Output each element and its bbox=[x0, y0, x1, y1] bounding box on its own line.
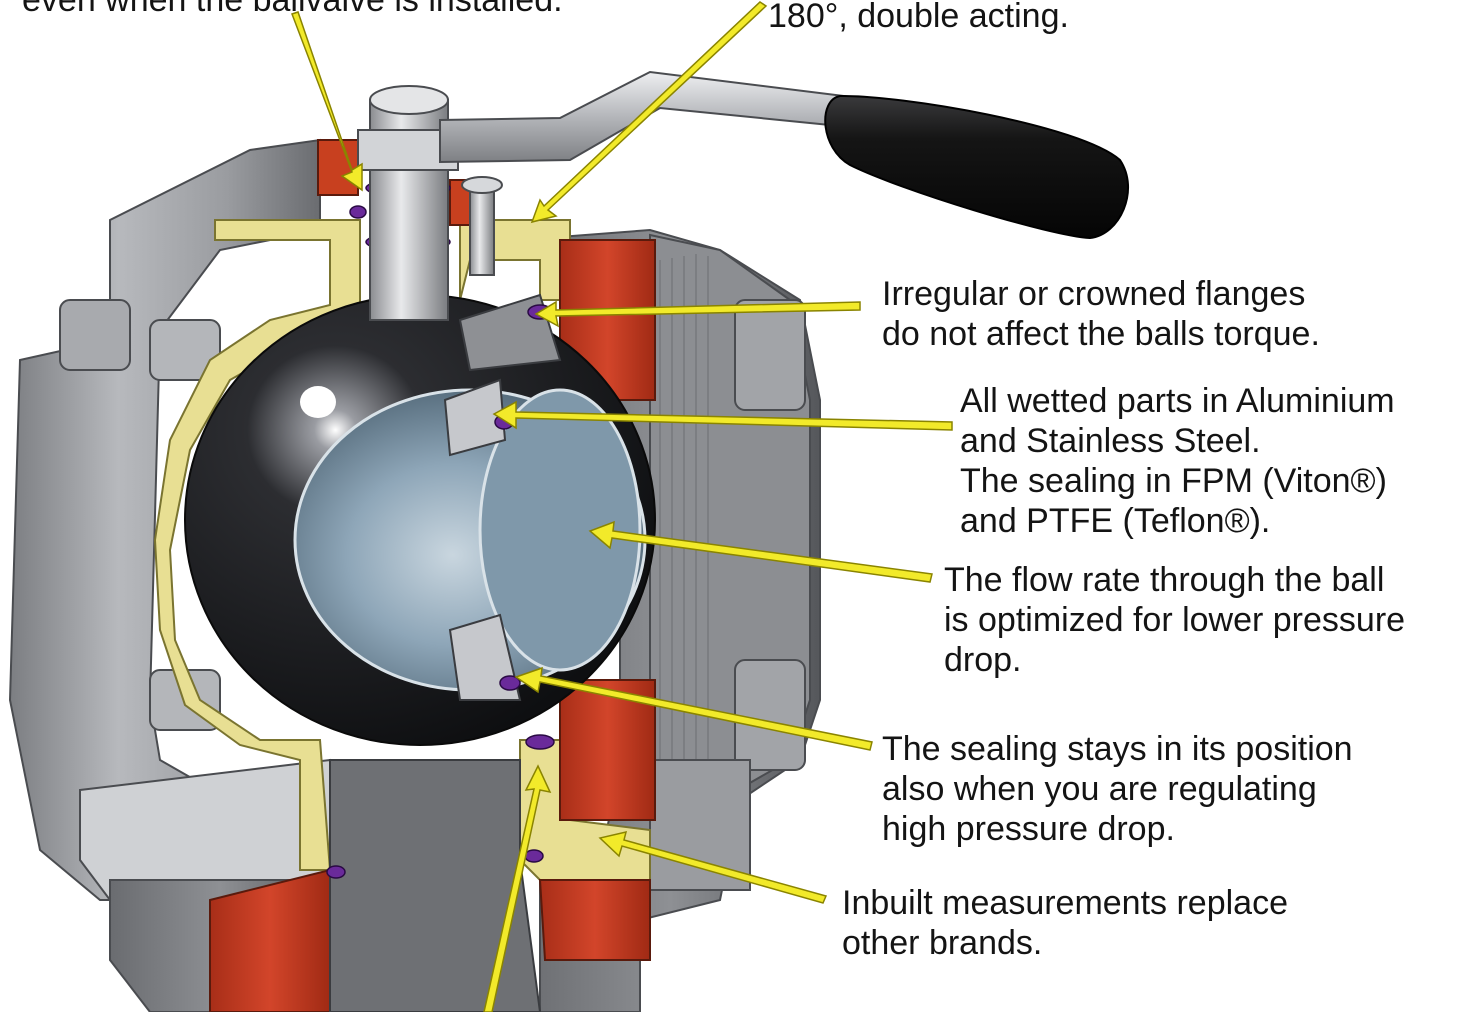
callout-measurements-line-1: Inbuilt measurements replace bbox=[842, 884, 1289, 922]
o-ring-bottom-left bbox=[326, 865, 346, 879]
callout-measurements-line-2: other brands. bbox=[842, 924, 1043, 962]
callout-flow-line-1: The flow rate through the ball bbox=[944, 561, 1385, 599]
arrow-top-right bbox=[530, 1, 768, 224]
callout-sealing-line-3: high pressure drop. bbox=[882, 810, 1175, 848]
arrow-top-left bbox=[291, 11, 363, 192]
arrow-materials bbox=[492, 400, 953, 431]
callout-top-left-line-1: even when the ballvalve is installed. bbox=[22, 0, 563, 19]
ball-highlight bbox=[300, 386, 336, 418]
callout-top-left: even when the ballvalve is installed. bbox=[22, 0, 563, 20]
upper-seat-ring bbox=[443, 378, 507, 457]
red-gland-left bbox=[317, 139, 359, 196]
right-lug-lower bbox=[734, 659, 806, 771]
callout-materials-line-1: All wetted parts in Aluminium bbox=[960, 382, 1395, 420]
red-gasket-bottom-right bbox=[538, 879, 651, 961]
callout-materials: All wetted parts in Aluminium and Stainl… bbox=[960, 381, 1395, 541]
callout-flanges-line-2: do not affect the balls torque. bbox=[882, 315, 1320, 353]
gland-bolt-head bbox=[461, 176, 503, 194]
callout-materials-line-2: and Stainless Steel. bbox=[960, 422, 1261, 460]
cut-section-left bbox=[153, 219, 361, 871]
callout-sealing: The sealing stays in its position also w… bbox=[882, 729, 1353, 849]
valve-body bbox=[8, 138, 821, 1012]
callout-top-right: 180°, double acting. bbox=[768, 0, 1069, 36]
outlet-bore bbox=[329, 759, 542, 1012]
gland-bolt bbox=[469, 184, 495, 276]
callout-flow-line-3: drop. bbox=[944, 641, 1022, 679]
o-ring-left-body bbox=[349, 205, 367, 219]
handle-grip bbox=[824, 94, 1130, 240]
arrow-flow bbox=[588, 520, 933, 583]
ball bbox=[184, 294, 656, 746]
arrow-flanges bbox=[534, 300, 861, 328]
callout-top-right-line-1: 180°, double acting. bbox=[768, 0, 1069, 35]
o-ring-lower-body bbox=[525, 734, 555, 750]
callout-arrows bbox=[291, 1, 953, 1012]
stem-and-handle bbox=[357, 70, 1130, 321]
callout-flanges: Irregular or crowned flanges do not affe… bbox=[882, 274, 1320, 354]
callout-flow: The flow rate through the ball is optimi… bbox=[944, 560, 1405, 680]
callout-materials-line-4: and PTFE (Teflon®). bbox=[960, 502, 1271, 540]
callout-flow-line-2: is optimized for lower pressure bbox=[944, 601, 1406, 639]
valve-stem-top bbox=[369, 85, 449, 115]
bolt-boss-left-middle bbox=[149, 319, 221, 381]
callout-measurements: Inbuilt measurements replace other brand… bbox=[842, 883, 1288, 963]
callout-materials-line-3: The sealing in FPM (Viton®) bbox=[960, 462, 1387, 500]
handle-bar bbox=[439, 70, 861, 164]
bolt-boss-left-top bbox=[59, 299, 131, 371]
red-gasket-bottom-left bbox=[209, 868, 331, 1012]
red-flange-face-lower bbox=[559, 679, 656, 821]
arrow-sealing bbox=[514, 666, 873, 751]
callout-sealing-line-2: also when you are regulating bbox=[882, 770, 1317, 808]
callout-sealing-line-1: The sealing stays in its position bbox=[882, 730, 1353, 768]
o-ring-bottom-right bbox=[524, 849, 544, 863]
callout-flanges-line-1: Irregular or crowned flanges bbox=[882, 275, 1306, 313]
arrow-bottom bbox=[483, 764, 552, 1012]
o-ring-lower-ring bbox=[499, 675, 521, 691]
ball-bore-rim bbox=[478, 388, 642, 672]
arrow-measurements bbox=[598, 830, 828, 904]
right-lug-upper bbox=[734, 299, 806, 411]
